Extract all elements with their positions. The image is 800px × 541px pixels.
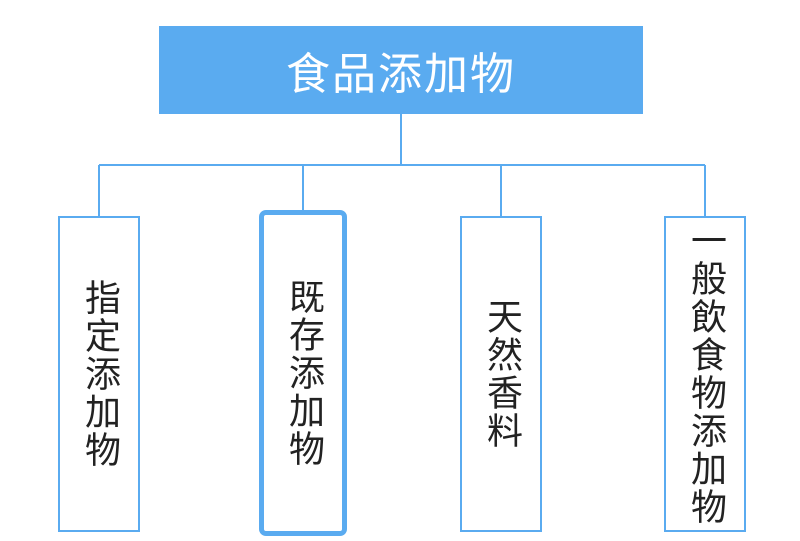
child-node-existing-additives: 既存添加物 xyxy=(259,210,347,536)
child-node-label: 一般飲食物添加物 xyxy=(685,222,726,526)
root-node-label: 食品添加物 xyxy=(286,49,516,100)
child-node-label: 既存添加物 xyxy=(283,278,324,468)
child-node-general-food-additives: 一般飲食物添加物 xyxy=(664,216,746,532)
root-node: 食品添加物 xyxy=(159,26,643,114)
child-node-natural-flavorings: 天然香料 xyxy=(460,216,542,532)
child-node-label: 指定添加物 xyxy=(79,279,120,469)
child-node-label: 天然香料 xyxy=(481,298,522,450)
child-node-designated-additives: 指定添加物 xyxy=(58,216,140,532)
